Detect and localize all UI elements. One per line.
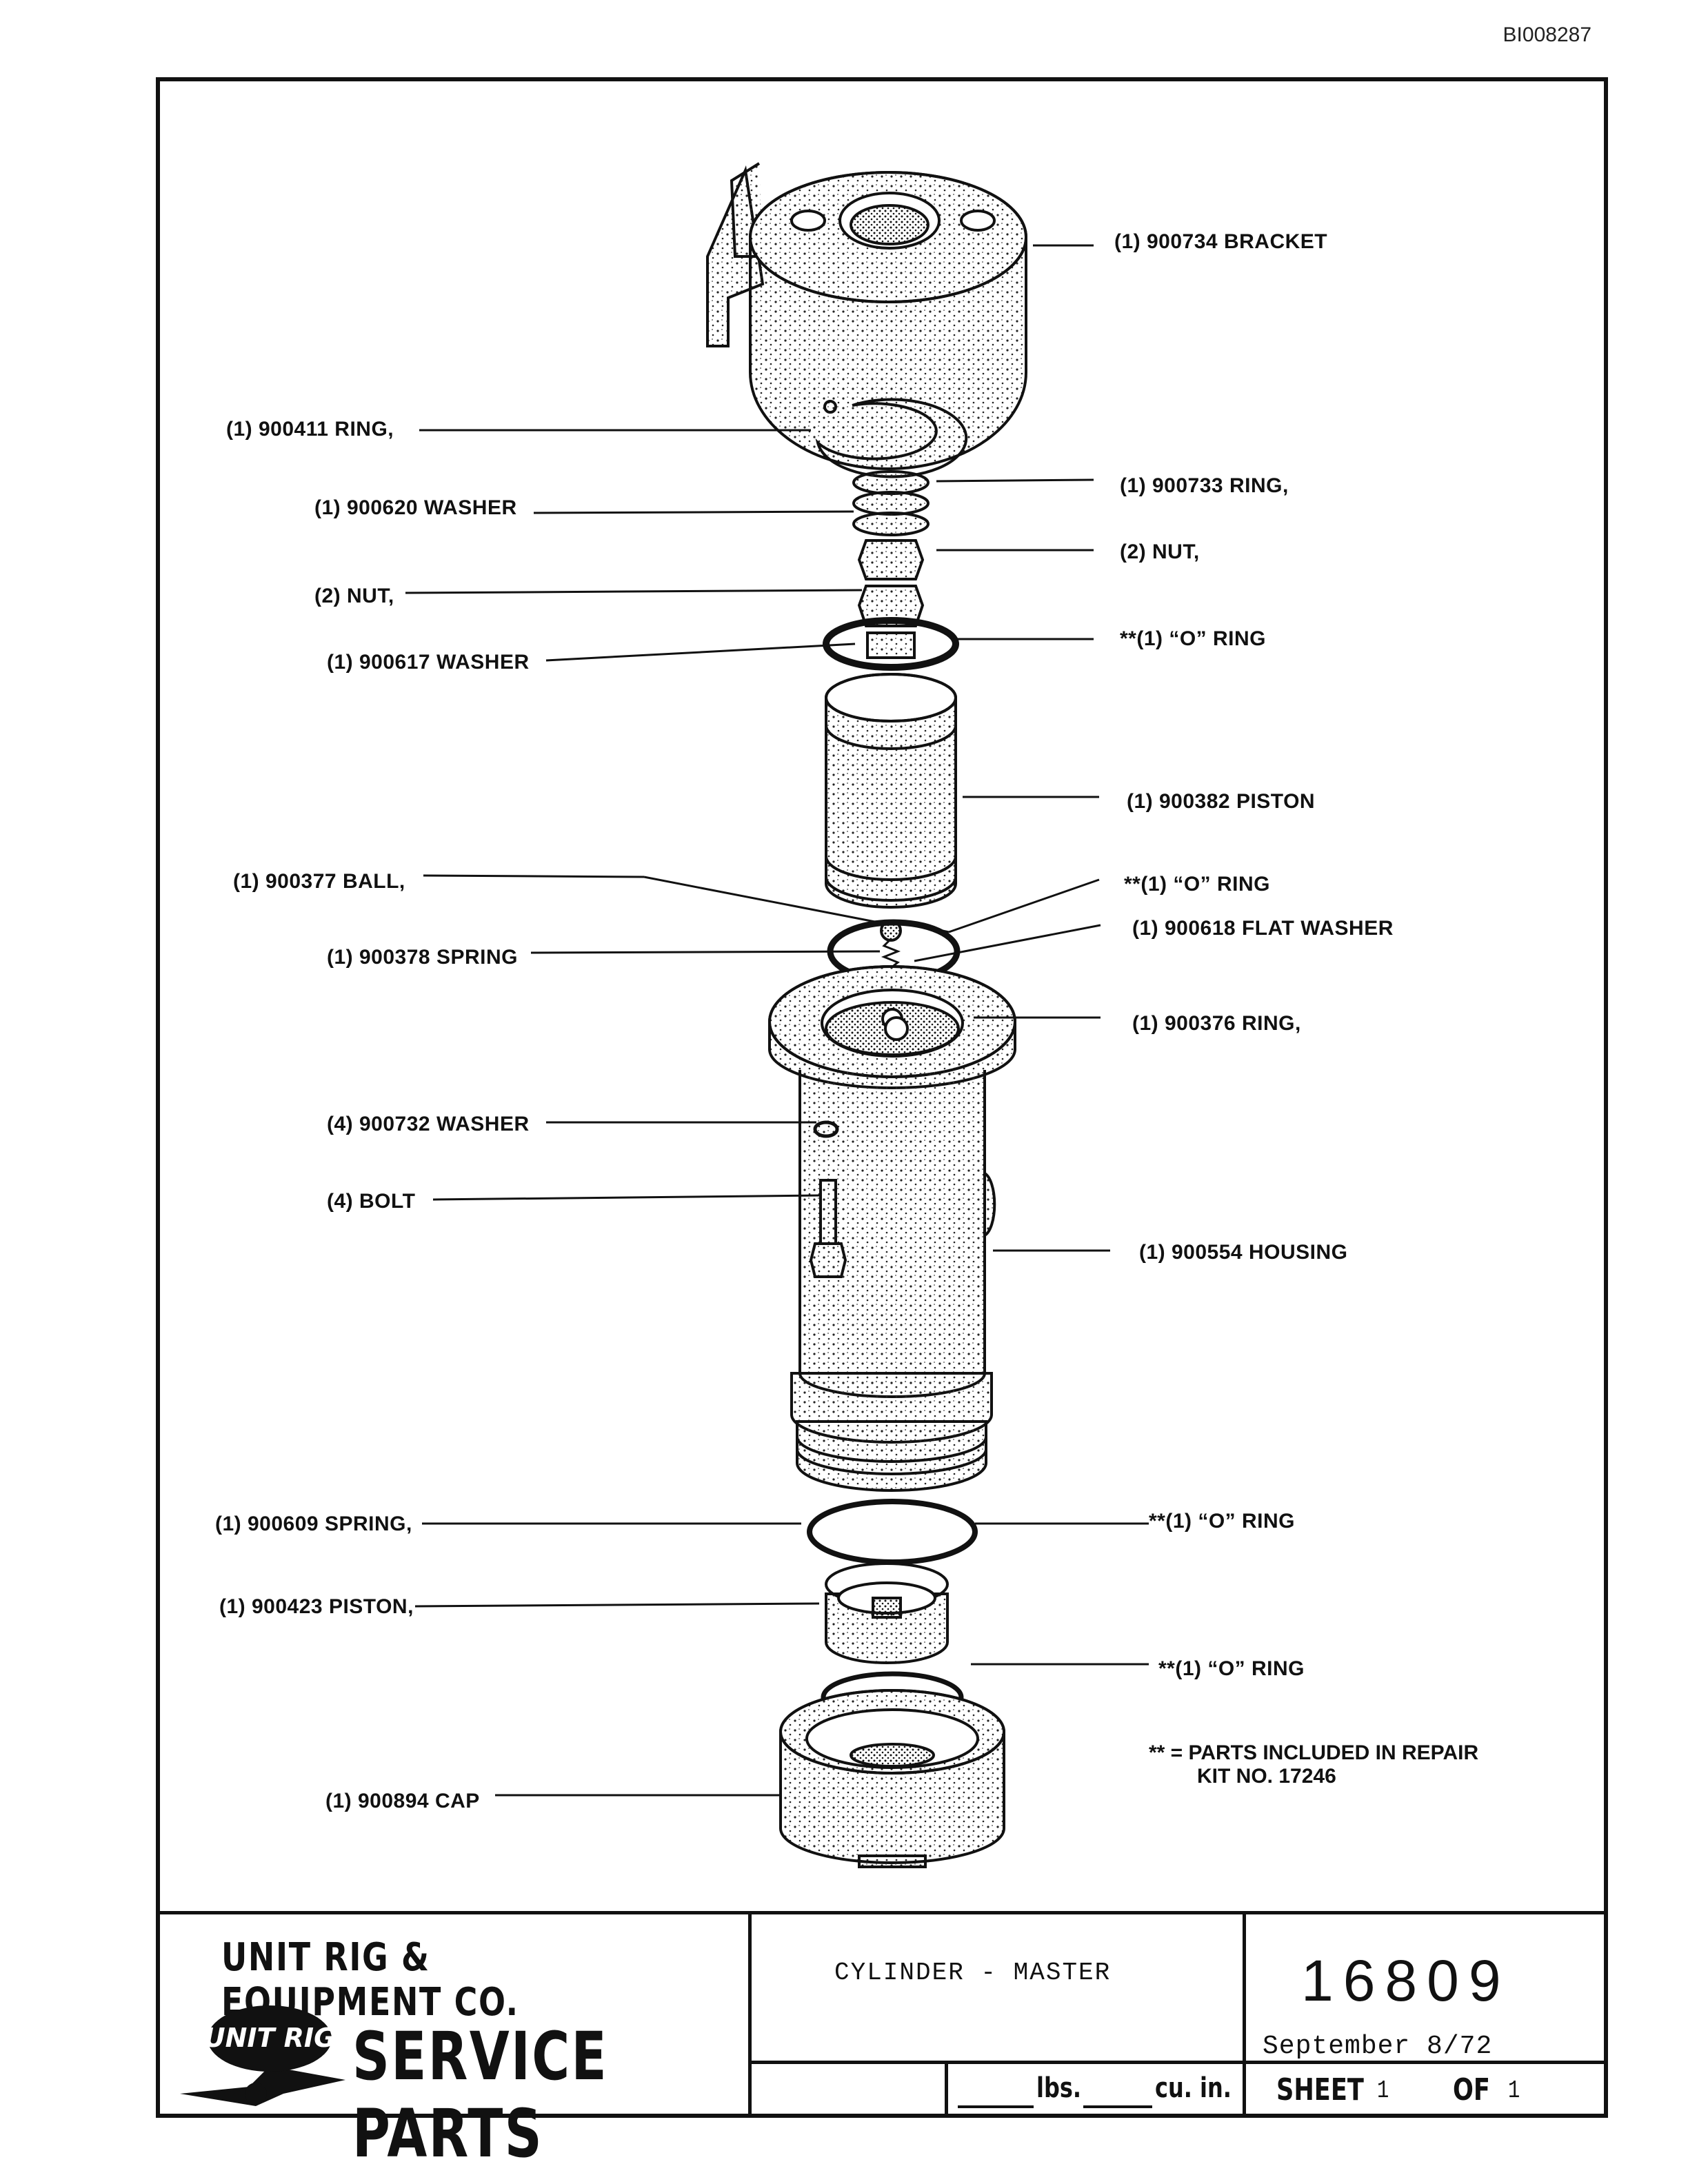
sheet-cell: SHEET 1 OF 1: [1243, 2061, 1608, 2118]
sheet-label: SHEET: [1276, 2072, 1364, 2107]
label-ball-900377: (1) 900377 BALL,: [233, 870, 405, 893]
label-spring-900609: (1) 900609 SPRING,: [215, 1513, 412, 1535]
label-washer-900732: (4) 900732 WASHER: [327, 1113, 530, 1135]
label-flat-washer-900618: (1) 900618 FLAT WASHER: [1132, 917, 1394, 940]
label-piston-900382: (1) 900382 PISTON: [1127, 790, 1316, 813]
cap-900894: [779, 1689, 1005, 1868]
label-bracket: (1) 900734 BRACKET: [1114, 230, 1328, 253]
snap-ring-900411: [815, 398, 968, 478]
cu-in-label: cu. in.: [1155, 2072, 1232, 2104]
label-bolt: (4) BOLT: [327, 1190, 416, 1213]
label-washer-900620: (1) 900620 WASHER: [314, 496, 517, 519]
document-id: BI008287: [1503, 23, 1591, 46]
label-piston-900423: (1) 900423 PISTON,: [219, 1595, 414, 1618]
exploded-assembly-drawing: [405, 162, 1149, 1868]
o-ring-lower-1: [807, 1499, 978, 1565]
o-ring-upper: [823, 617, 959, 671]
label-ring-900376: (1) 900376 RING,: [1132, 1012, 1301, 1035]
label-spring-900378: (1) 900378 SPRING: [327, 946, 518, 969]
label-cap-900894: (1) 900894 CAP: [325, 1790, 480, 1812]
label-o-ring-2: **(1) “O” RING: [1124, 873, 1271, 896]
title-block: UNIT RIG & EQUIPMENT CO. UNIT RIG SERVIC…: [156, 1911, 1608, 2172]
piston-900382: [825, 673, 957, 909]
washer-nut-stack: [852, 470, 930, 659]
company-cell: UNIT RIG & EQUIPMENT CO. UNIT RIG SERVIC…: [156, 1911, 752, 2172]
of-label: OF: [1453, 2072, 1490, 2107]
piston-900423: [825, 1562, 949, 1664]
unit-rig-logo: UNIT RIG: [180, 2005, 345, 2106]
weight-cell: lbs. cu. in.: [945, 2061, 1246, 2118]
housing-900554: [768, 965, 1016, 1492]
total-sheets: 1: [1508, 2076, 1520, 2105]
label-o-ring-1: **(1) “O” RING: [1120, 627, 1267, 650]
label-ring-900411: (1) 900411 RING,: [226, 418, 394, 441]
drawing-title: CYLINDER - MASTER: [834, 1959, 1112, 1987]
label-ring-900733: (1) 900733 RING,: [1120, 474, 1289, 497]
logo-text: UNIT RIG: [204, 2023, 336, 2053]
washer-900732: [813, 1120, 839, 1138]
bolt-part: [809, 1179, 847, 1278]
spring-900378: [881, 938, 901, 969]
label-o-ring-3: **(1) “O” RING: [1149, 1510, 1296, 1533]
label-housing-900554: (1) 900554 HOUSING: [1139, 1241, 1348, 1264]
service-parts-heading: SERVICE PARTS: [352, 2018, 609, 2172]
sheet-number: 1: [1377, 2076, 1389, 2105]
title-cell: CYLINDER - MASTER: [748, 1911, 1246, 2064]
label-nut-left: (2) NUT,: [314, 585, 394, 607]
drawing-number: 16809: [1301, 1948, 1511, 2013]
repair-kit-note-line2: KIT NO. 17246: [1197, 1765, 1336, 1788]
company-name: UNIT RIG & EQUIPMENT CO.: [221, 1935, 519, 2025]
blank-cell: [748, 2061, 948, 2118]
lbs-label: lbs.: [1036, 2072, 1082, 2104]
label-nut-right: (2) NUT,: [1120, 540, 1200, 563]
leader-lines: [405, 244, 1149, 1797]
label-washer-900617: (1) 900617 WASHER: [327, 651, 530, 674]
snap-ring-eye: [823, 400, 837, 414]
label-o-ring-4: **(1) “O” RING: [1158, 1657, 1305, 1680]
repair-kit-note-line1: ** = PARTS INCLUDED IN REPAIR: [1149, 1741, 1479, 1764]
number-cell: 16809 September 8/72: [1243, 1911, 1608, 2064]
repair-kit-note: ** = PARTS INCLUDED IN REPAIR KIT NO. 17…: [1149, 1741, 1478, 1788]
bracket-part: [706, 162, 1027, 470]
drawing-date: September 8/72: [1263, 2032, 1493, 2061]
